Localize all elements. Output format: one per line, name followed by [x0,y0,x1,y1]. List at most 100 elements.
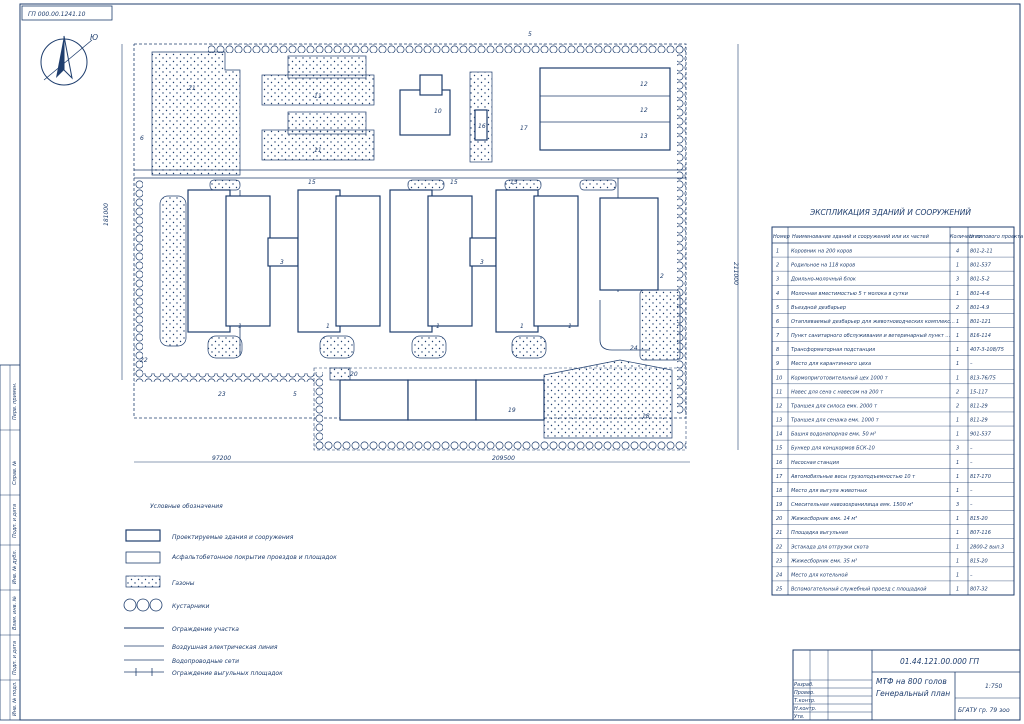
role-label: Утв. [794,714,805,720]
row-qty: 2 [956,389,959,395]
row-number: 10 [776,375,782,381]
svg-text:6: 6 [140,135,144,142]
legend-title: Условные обозначения [150,503,223,510]
row-number: 11 [776,389,782,395]
stamp-code: ГП 000.00.1241.10 [28,11,86,18]
stamp-box [21,5,113,21]
header-number: Номер [773,234,790,240]
row-name: Въездной дезбарьер [791,305,846,311]
svg-text:12: 12 [640,107,648,114]
site-plan: 21 11 11 10 16 17 12 12 13 1 [133,31,687,451]
row-name: Траншея для сенажа емк. 1000 т [791,418,880,424]
lawn [151,51,241,176]
row-qty: 1 [956,375,959,381]
svg-text:11: 11 [314,147,322,154]
row-project: 807-116 [970,530,991,536]
legend-item: Газоны [172,580,195,587]
row-name: Башня водонапорная емк. 50 м³ [791,432,876,438]
row-qty: 1 [956,460,959,466]
row-name: Молочная вместимостью 5 т молока в сутки [791,291,909,297]
row-qty: 1 [956,347,959,353]
dim-bottom-right: 209500 [492,455,515,462]
shrub-belt [134,180,143,375]
strip-label: Перв. примен. [12,382,18,420]
row-qty: 1 [956,319,959,325]
scale: 1:750 [985,683,1002,690]
row-qty: 2 [956,305,959,311]
row-name: Пункт санитарного обслуживания и ветерин… [791,333,950,339]
row-name: Смесительная навозохранилища емк. 1500 м… [791,502,913,508]
shrub-belt [208,44,686,53]
row-project: – [970,361,973,367]
row-name: Место для выгула животных [791,488,867,494]
row-number: 25 [776,586,782,592]
row-qty: 1 [956,558,959,564]
row-project: 801-2-11 [970,249,993,255]
row-project: – [970,502,973,508]
svg-text:13: 13 [640,133,648,140]
dim-right: 211000 [732,262,739,285]
shrub-belt [677,44,686,414]
row-qty: 3 [956,277,959,283]
header-project: № типового проекта [968,234,1023,240]
building-10 [399,89,451,136]
row-project: 811-29 [970,418,988,424]
header-name: Наименование зданий и сооружений или их … [792,234,930,240]
svg-text:2: 2 [660,273,664,280]
role-label: Н.контр. [794,706,816,712]
row-qty: 1 [956,361,959,367]
row-name: Автомобильные весы грузоподъемностью 10 … [790,474,916,480]
row-name: Жижесборник емк. 35 м³ [790,558,857,564]
legend-item: Водопроводные сети [172,658,239,665]
svg-text:15: 15 [450,179,458,186]
row-number: 15 [776,446,782,452]
building-2 [599,197,659,291]
project-name: МТФ на 800 голов [876,677,947,686]
svg-text:23: 23 [218,391,226,398]
dim-bottom-left: 97200 [212,455,231,462]
svg-text:17: 17 [520,125,528,132]
row-qty: 1 [956,432,959,438]
svg-text:19: 19 [508,407,516,414]
svg-text:16: 16 [478,123,486,130]
svg-text:1: 1 [326,323,330,330]
row-project: – [970,572,973,578]
row-project: 813-76/75 [970,375,996,381]
row-qty: 2 [956,403,959,409]
svg-text:10: 10 [434,108,442,115]
explication-table: ЭКСПЛИКАЦИЯ ЗДАНИЙ И СООРУЖЕНИЙ Номер На… [771,208,1023,596]
north-arrow-icon: Ю [40,33,98,86]
row-qty: 1 [956,291,959,297]
row-name: Вспомогательный служебный проезд с площа… [791,586,927,592]
row-qty: 1 [956,544,959,550]
strip-label: Инв. № дубл. [12,550,18,584]
svg-text:18: 18 [642,413,650,420]
row-name: Эстакада для отгрузки скота [790,544,869,550]
role-label: Разраб. [794,682,814,688]
title-block: 01.44.121.00.000 ГП МТФ на 800 голов Ген… [792,649,1021,721]
organization: БГАТУ гр. 79 зоо [958,707,1010,714]
row-name: Насосная станция [791,460,839,466]
row-number: 4 [776,291,779,297]
shrub-symbol-icon [123,598,163,612]
svg-text:22: 22 [140,357,148,364]
row-project: 801-121 [970,319,991,325]
row-project: 801-5-2 [970,277,990,283]
row-number: 21 [776,530,782,536]
row-name: Трансформаторная подстанция [791,347,875,353]
svg-text:12: 12 [640,81,648,88]
svg-text:1: 1 [568,323,572,330]
north-label: Ю [90,33,98,42]
row-qty: 1 [956,530,959,536]
row-name: Кормоприготовительный цех 1000 т [791,375,889,381]
strip-label: Взам. инв. № [12,596,18,630]
legend: Условные обозначения Проектируемые здани… [123,503,337,677]
row-qty: 1 [956,333,959,339]
legend-item: Асфальтобетонное покрытие проездов и пло… [171,554,337,561]
sheet-frame [19,3,1021,721]
row-number: 13 [776,418,782,424]
svg-text:24: 24 [630,345,638,352]
barn-group-2: 1 [297,189,381,333]
row-qty: 1 [956,474,959,480]
row-project: – [970,488,973,494]
